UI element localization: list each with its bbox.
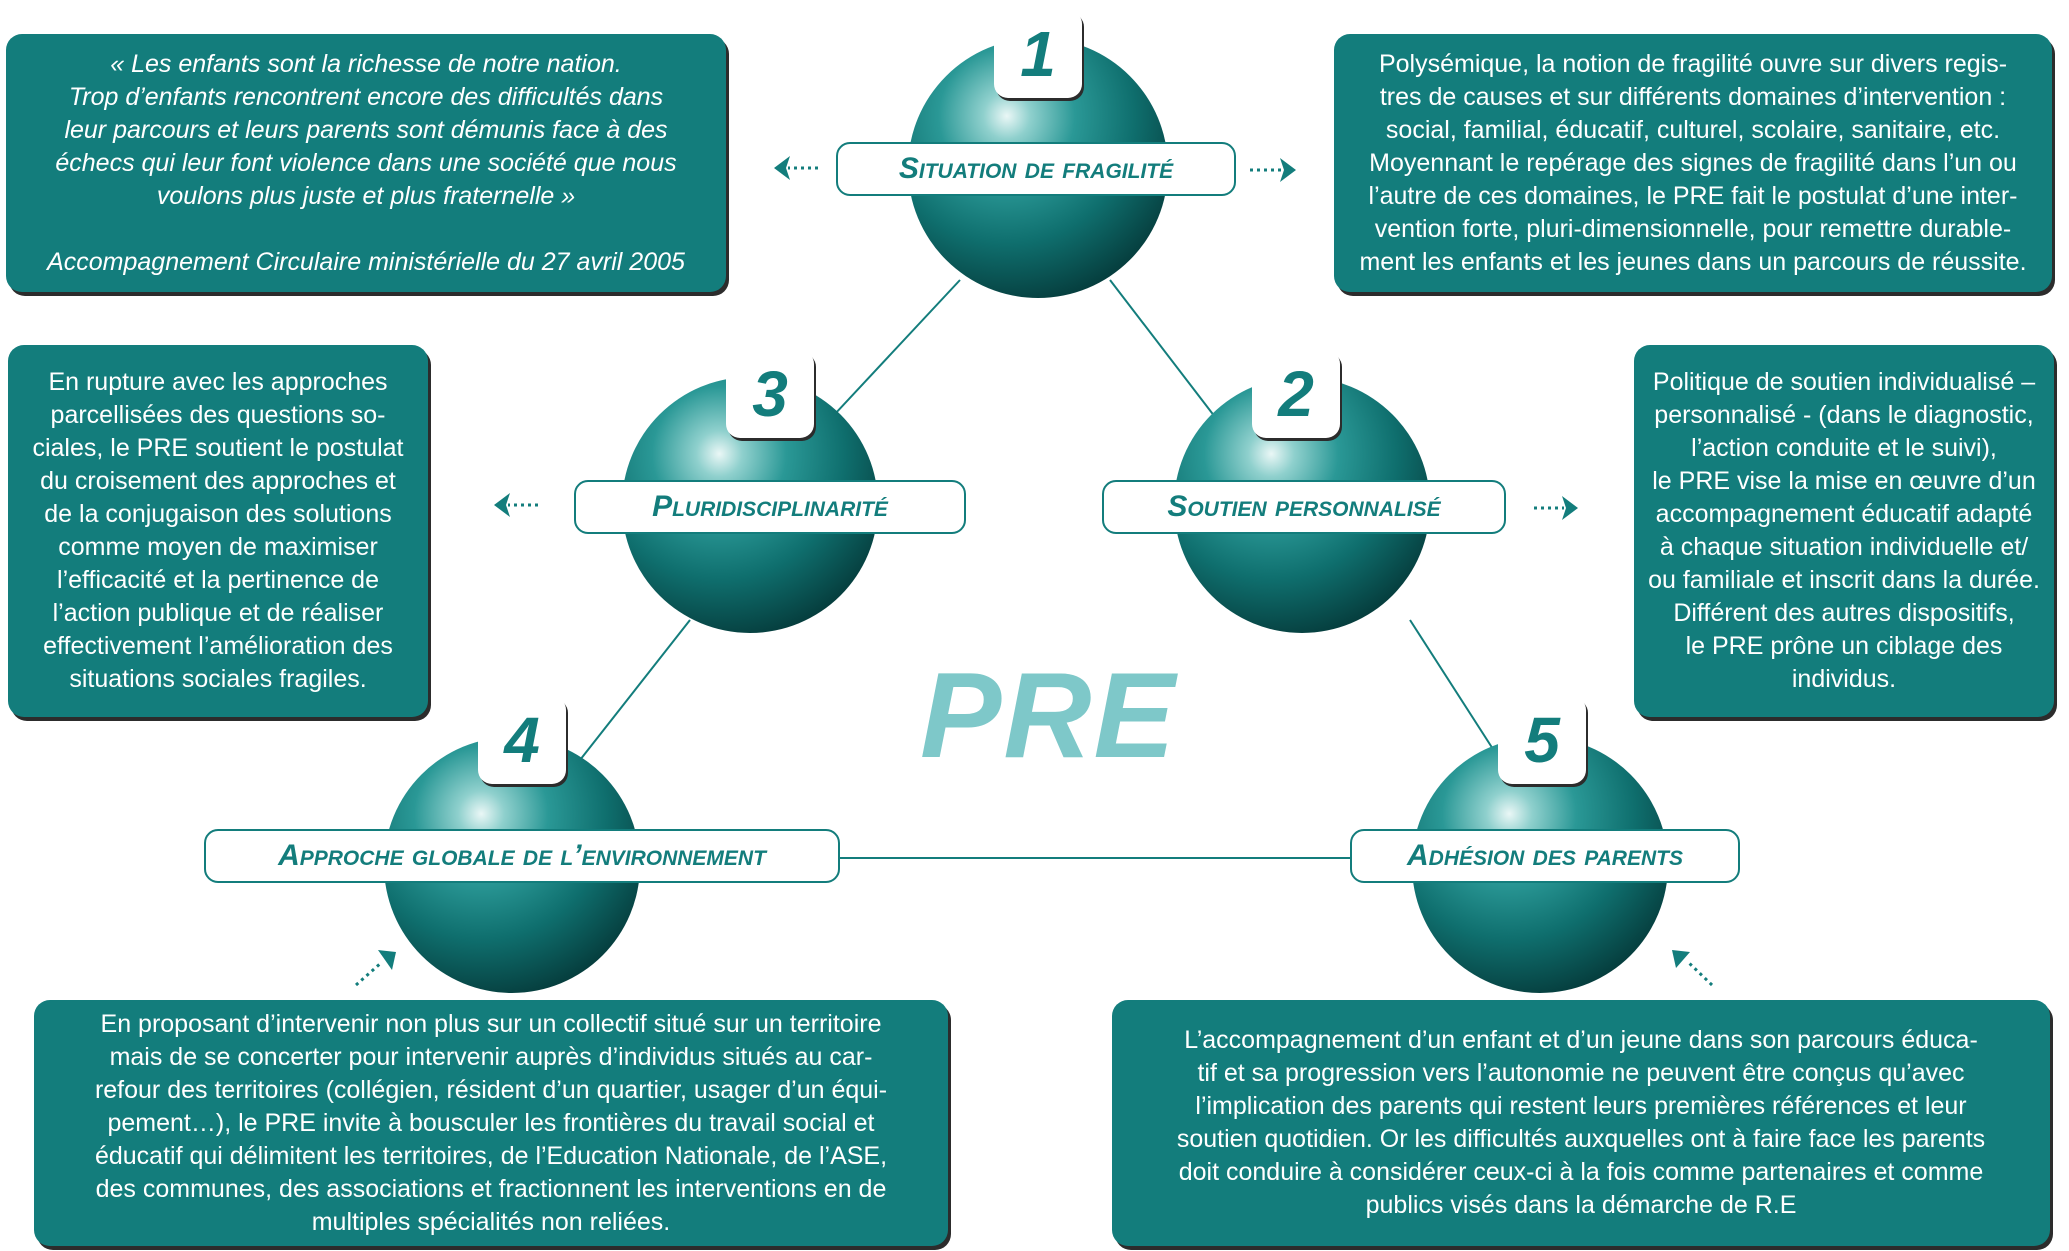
- quote-box: « Les enfants sont la richesse de notre …: [6, 34, 726, 292]
- connector-2-5: [1409, 619, 1501, 761]
- environnement-box: En proposant d’intervenir non plus sur u…: [34, 1000, 948, 1246]
- parents-text: L’accompagnement d’un enfant et d’un jeu…: [1176, 1026, 1986, 1219]
- quote-source: Accompagnement Circulaire ministérielle …: [47, 247, 685, 276]
- arrow-left-icon: [494, 493, 538, 517]
- number-badge-2: 2: [1252, 350, 1340, 438]
- number-badge-1: 1: [994, 10, 1082, 98]
- arrow-right-icon: [1534, 496, 1578, 520]
- number-badge-5: 5: [1498, 696, 1586, 784]
- connector-1-2: [1109, 279, 1226, 431]
- node-label-pluridisciplinarite: Pluridisciplinarité: [574, 480, 966, 534]
- center-title: PRE: [920, 647, 1177, 783]
- arrow-up-left-icon: [1672, 950, 1714, 987]
- connector-1-3: [819, 279, 961, 431]
- connector-3-4: [579, 619, 691, 761]
- arrow-left-icon: [774, 156, 818, 180]
- node-label-adhesion-parents: Adhésion des parents: [1350, 829, 1740, 883]
- environnement-text: En proposant d’intervenir non plus sur u…: [94, 1009, 888, 1236]
- node-label-soutien-personnalise: Soutien personnalisé: [1102, 480, 1506, 534]
- quote-text: « Les enfants sont la richesse de notre …: [55, 49, 677, 210]
- arrow-right-icon: [1250, 158, 1296, 182]
- arrow-up-right-icon: [355, 950, 396, 987]
- fragilite-box: Polysémique, la notion de fragilité ouvr…: [1334, 34, 2052, 292]
- number-badge-4: 4: [478, 696, 566, 784]
- parents-box: L’accompagnement d’un enfant et d’un jeu…: [1112, 1000, 2050, 1246]
- soutien-box: Politique de soutien individualisé – per…: [1634, 345, 2054, 717]
- number-badge-3: 3: [726, 350, 814, 438]
- pluridisciplinarite-box: En rupture avec les approches parcellisé…: [8, 345, 428, 717]
- pluridisciplinarite-text: En rupture avec les approches parcellisé…: [32, 368, 404, 693]
- fragilite-text: Polysémique, la notion de fragilité ouvr…: [1359, 49, 2027, 276]
- soutien-text: Politique de soutien individualisé – per…: [1648, 368, 2040, 693]
- node-label-approche-globale: Approche globale de l’environnement: [204, 829, 840, 883]
- node-label-situation-fragilite: Situation de fragilité: [836, 142, 1236, 196]
